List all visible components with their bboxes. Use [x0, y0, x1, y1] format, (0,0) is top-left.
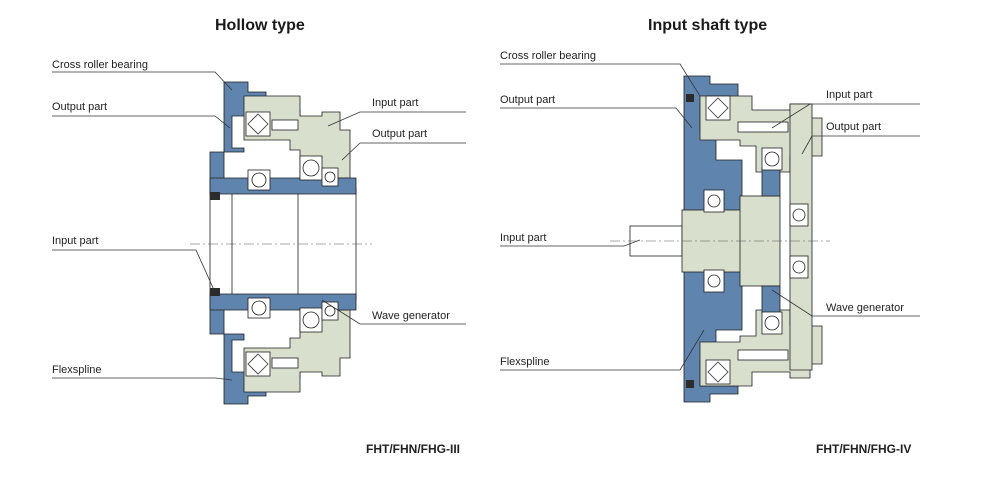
hollow-type-title: Hollow type: [215, 17, 305, 34]
label-flexspline-shaft: Flexspline: [500, 356, 550, 368]
label-output-part-left-shaft: Output part: [500, 94, 556, 106]
label-cross-roller-bearing-hollow: Cross roller bearing: [52, 59, 148, 71]
hollow-wave-generator-bottom: [209, 293, 357, 311]
label-input-part-left-hollow: Input part: [52, 235, 99, 247]
label-cross-roller-bearing-shaft: Cross roller bearing: [500, 50, 596, 62]
label-output-part-right-shaft: Output part: [826, 121, 882, 133]
label-output-part-left-hollow: Output part: [52, 101, 108, 113]
label-flexspline-hollow: Flexspline: [52, 364, 102, 376]
label-input-part-right-shaft: Input part: [826, 89, 873, 101]
model-input-shaft: FHT/FHN/FHG-IV: [816, 442, 912, 456]
label-wave-generator-hollow: Wave generator: [372, 310, 450, 322]
hollow-housing-top: [209, 81, 301, 189]
shaft-cross-roller-top: [705, 95, 731, 121]
label-input-part-right-hollow: Input part: [372, 97, 419, 109]
hollow-cross-roller-top: [245, 111, 271, 137]
model-hollow: FHT/FHN/FHG-III: [366, 442, 460, 456]
label-input-part-left-shaft: Input part: [500, 232, 547, 244]
label-wave-generator-shaft: Wave generator: [826, 302, 904, 314]
input-shaft-type-title: Input shaft type: [648, 17, 768, 34]
label-output-part-right-hollow: Output part: [372, 128, 428, 140]
shaft-output-flange: [789, 103, 813, 371]
shaft-leader-lines: [500, 63, 920, 371]
hollow-leader-lines: [52, 71, 466, 381]
shaft-cross-roller-bottom: [705, 359, 731, 385]
input-shaft-type-drawing: [610, 75, 830, 403]
hollow-cross-roller-bottom: [245, 351, 271, 377]
hollow-type-drawing: [190, 81, 372, 405]
